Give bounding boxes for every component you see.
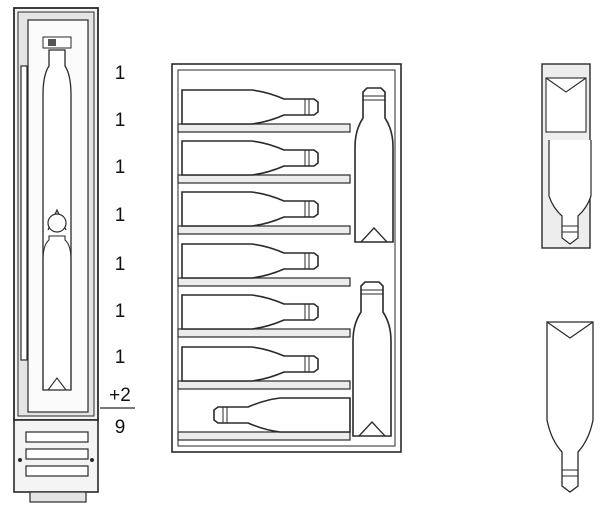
total-count: 9 (114, 417, 126, 438)
shelf-count-2: 1 (114, 110, 126, 131)
cabinet-front-view (13, 7, 135, 503)
extra-count: +2 (109, 385, 131, 406)
rack-layout-view (171, 63, 402, 453)
shelf-count-4: 1 (114, 205, 126, 226)
bottle-holder-detail (541, 63, 594, 493)
shelf-count-3: 1 (114, 157, 126, 178)
shelf-count-6: 1 (114, 301, 126, 322)
shelf-count-7: 1 (114, 347, 126, 368)
shelf-count-5: 1 (114, 254, 126, 275)
shelf-count-1: 1 (114, 63, 126, 84)
